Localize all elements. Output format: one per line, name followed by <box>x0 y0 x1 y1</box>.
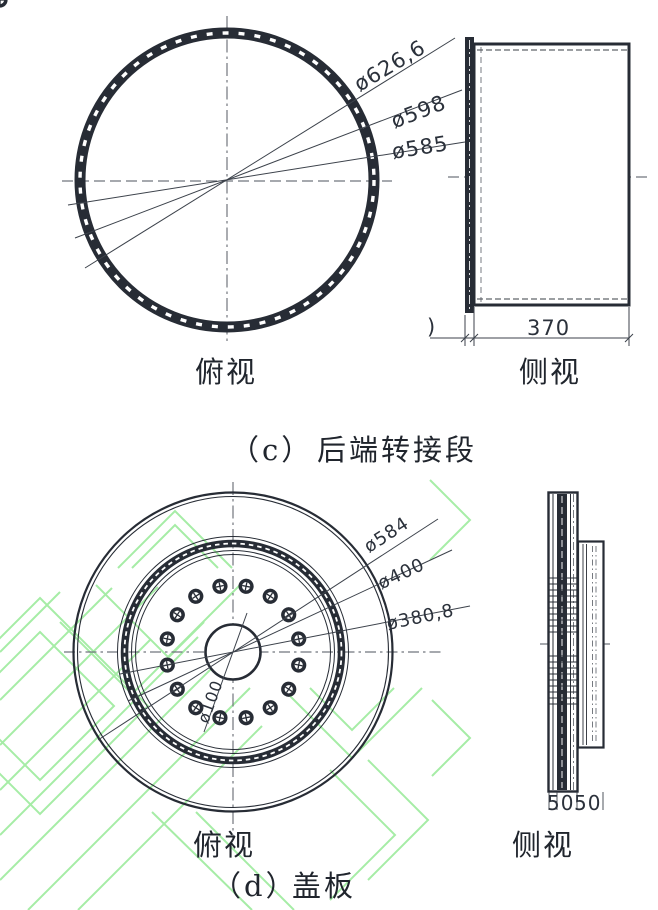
c-leader-inner <box>67 141 466 206</box>
d-side-boss <box>576 540 605 749</box>
d-top-view-label: 俯视 <box>193 828 256 862</box>
c-side-view-label: 侧视 <box>519 355 582 389</box>
c-side-body <box>472 42 631 307</box>
d-dim-thickness-2: 50 <box>574 791 602 815</box>
c-dim-side-clipped: ) <box>427 315 437 339</box>
d-inner-circle-1 <box>131 550 335 754</box>
d-caption-prefix: （d） <box>212 869 298 903</box>
d-leader-inner <box>119 605 471 675</box>
c-leader-middle <box>74 89 463 239</box>
d-dim-thickness-1: 50 <box>547 791 575 815</box>
d-top-view <box>0 0 471 838</box>
c-top-view <box>62 16 466 344</box>
d-inner-circle-2 <box>135 554 331 750</box>
d-outer-circle <box>72 491 394 813</box>
d-side-hole-ticks <box>549 577 577 705</box>
d-outer-circle-inner-line <box>76 495 390 809</box>
d-seal-ring-dashes <box>123 542 343 762</box>
d-side-view-label: 侧视 <box>512 828 575 862</box>
c-top-view-label: 俯视 <box>195 355 258 389</box>
d-side-dim-lines <box>548 792 604 810</box>
c-side-view <box>430 37 650 346</box>
c-side-flange-bar <box>465 37 474 313</box>
watermark-pattern <box>0 479 472 910</box>
d-caption-title: 盖板 <box>292 869 357 903</box>
c-leader-outer <box>84 37 456 269</box>
c-caption-title: 后端转接段 <box>317 433 478 467</box>
c-caption-prefix: （c） <box>230 433 314 467</box>
c-dim-side-width: 370 <box>527 316 571 340</box>
c-ring-hole-dashes <box>78 31 376 329</box>
d-bolt-holes <box>0 0 309 728</box>
d-leader-boss <box>127 549 453 702</box>
c-dim-370-lines <box>430 307 634 346</box>
d-boss-outer-circle <box>117 536 349 768</box>
d-leader-outer <box>97 518 439 741</box>
d-side-view <box>540 491 612 810</box>
d-leader-center-hole <box>203 612 248 733</box>
